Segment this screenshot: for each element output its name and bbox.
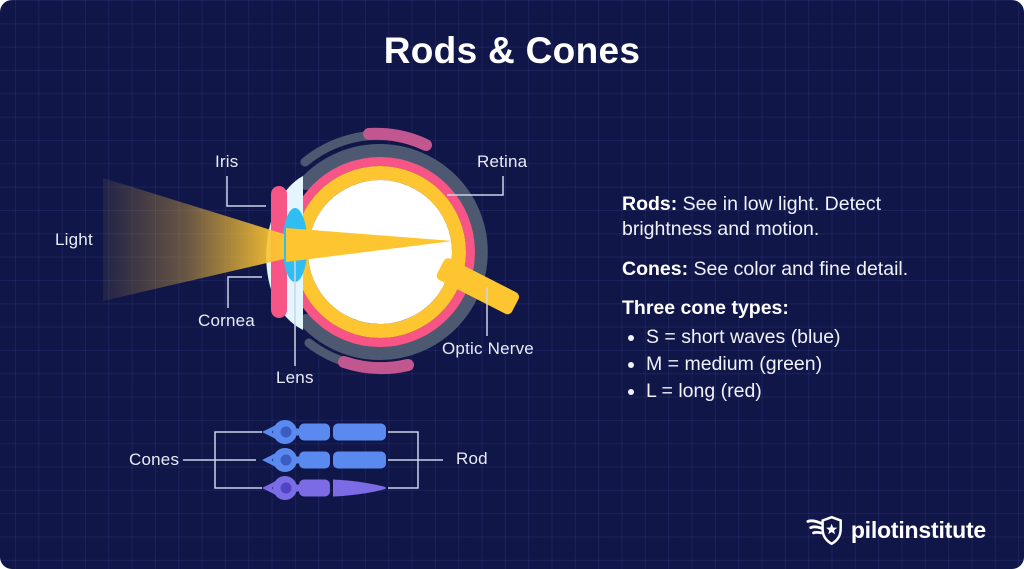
facts-panel: Rods: See in low light. Detect brightnes… (622, 192, 967, 406)
brand-wordmark: pilotinstitute (850, 516, 986, 543)
rods-description: See in low light. Detect brightness and … (622, 193, 882, 241)
iris-leader-line (226, 176, 266, 207)
light-label: Light (55, 230, 93, 249)
optic-nerve-label: Optic Nerve (442, 339, 534, 358)
cones-term: Cones: (622, 257, 689, 280)
cone-type-item-s: S = short waves (blue) (646, 325, 967, 350)
rods-term: Rods: (622, 193, 678, 215)
cell-nucleus (280, 454, 292, 466)
photoreceptor-rod-cell-2 (262, 448, 386, 472)
cone-type-item-l: L = long (red) (646, 379, 967, 404)
sclera-ring (299, 144, 488, 360)
cell-nucleus (280, 482, 292, 494)
photoreceptor-cone-cell (262, 476, 386, 500)
light-beam (103, 178, 284, 301)
cell-nucleus (280, 426, 292, 438)
retina-leader-line (447, 176, 504, 196)
eye-muscle-bottom-pink (338, 356, 414, 375)
cone-types-heading: Three cone types: (622, 297, 789, 320)
rod-label: Rod (456, 449, 488, 468)
vitreous-interior (308, 180, 452, 324)
cone-types-list: S = short waves (blue) M = medium (green… (622, 325, 967, 404)
winged-star-shield-icon (806, 515, 842, 546)
retina-label: Retina (477, 152, 528, 171)
cornea-leader-line (227, 276, 262, 308)
cones-description: See color and fine detail. (688, 257, 909, 280)
iris-label: Iris (215, 152, 239, 171)
pilot-institute-logo: pilotinstitute (806, 513, 986, 547)
photoreceptor-rod-cell-1 (262, 420, 386, 444)
cones-label: Cones (129, 450, 180, 469)
cornea-label: Cornea (198, 311, 255, 330)
lens-label: Lens (276, 368, 314, 387)
optic-nerve-shape (436, 258, 520, 315)
cones-fact: Cones: See color and fine detail. (622, 257, 967, 282)
rods-fact: Rods: See in low light. Detect brightnes… (622, 192, 967, 243)
eye-muscle-top-pink (363, 127, 432, 151)
leader-lines (183, 176, 504, 489)
cone-type-item-m: M = medium (green) (646, 352, 967, 377)
focused-beam (286, 228, 453, 262)
page-title: Rods & Cones (383, 30, 641, 71)
